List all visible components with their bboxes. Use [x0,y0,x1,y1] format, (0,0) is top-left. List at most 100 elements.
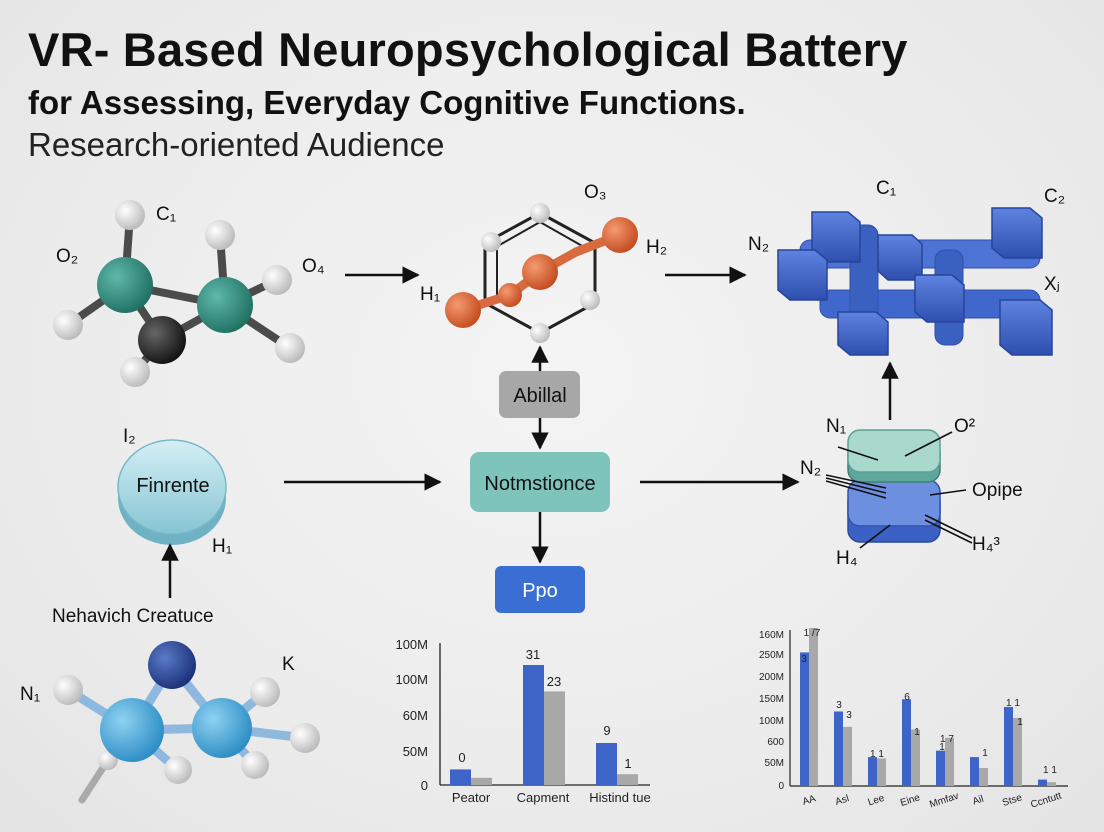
bar-series-1 [834,711,843,786]
y-tick-label: 0 [421,778,428,793]
data-label: 31 [526,647,540,662]
bar-series-1 [1038,779,1047,786]
data-label: 1 [982,748,988,759]
node-ppo-label: Ppo [522,580,558,602]
y-tick-label: 200M [759,672,784,683]
navy-atom [148,641,196,689]
x-tick-label: Mmfav [928,791,960,811]
y-tick-label: 50M [765,758,784,769]
molecule-top-center: O₃ H₂ H₁ [420,182,667,343]
x-tick-label: Stse [1001,792,1024,809]
blue-atom [192,698,252,758]
pill-label-i2: I₂ [123,426,136,447]
data-label: 1 [939,742,945,753]
data-label: 0 [458,750,465,765]
data-label: 3 [846,710,852,721]
hydrogen-atom [481,232,501,252]
bar-series-1 [868,757,877,786]
bar-series-2 [979,768,988,786]
crystal-label-c1: C₁ [876,178,896,199]
x-tick-label: Eine [899,792,922,809]
stack-label-n1: N₁ [826,416,846,437]
y-tick-label: 100M [395,672,428,687]
page-title: VR- Based Neuropsychological Battery [28,23,908,76]
x-tick-label: AA [801,793,817,808]
y-tick-label: 100M [395,637,428,652]
atom-label-n1: N₁ [20,684,40,705]
x-tick-label: Ccntutt [1029,790,1063,810]
atom-label-h2: H₂ [646,237,667,258]
hydrogen-atom [53,310,83,340]
crystal-lattice: C₁ C₂ N₂ Xⱼ [748,178,1065,356]
data-label: 1 1 [1043,765,1057,776]
data-label: 3 [801,654,807,665]
atom-label-o3: O₃ [584,182,607,203]
hydrogen-atom [530,203,550,223]
bar-series-2 [843,726,852,786]
hydrogen-atom [205,220,235,250]
bar-chart-right: 0 50M 600 100M 150M 200M 250M 160M AA As… [759,627,1068,811]
node-notmstionce-label: Notmstionce [484,473,595,495]
orange-atom [498,283,522,307]
atom-label-o2: O₂ [56,246,78,267]
audience-line: Research-oriented Audience [28,126,445,163]
data-label: 6 [904,692,910,703]
x-tick-label: Histind tue [589,790,650,805]
hydrogen-atom [290,723,320,753]
bar-series-1 [1004,706,1013,786]
data-label: 9 [603,723,610,738]
bar-chart-center: 0 50M 60M 100M 100M Peator Capment Histi… [395,637,650,805]
x-tick-label: Asl [834,793,851,808]
data-label: 1 /7 [804,628,821,639]
data-label: 1 1 [1006,698,1020,709]
bar-series-1 [902,699,911,786]
y-tick-label: 250M [759,650,784,661]
bar-series-1 [970,757,979,786]
stacked-blocks: N₁ O² N₂ Opipe H₄ H₄³ [800,416,1023,569]
y-tick-label: 160M [759,630,784,641]
x-tick-label: Ail [971,794,985,808]
y-tick-label: 100M [759,716,784,727]
stack-label-o2: O² [954,416,975,437]
hydrogen-atom [250,677,280,707]
bar-series-2 [1047,782,1056,786]
x-tick-label: Capment [517,790,570,805]
hydrogen-atom [530,323,550,343]
bar-series-1 [936,750,945,786]
carbon-atom [138,316,186,364]
hydrogen-atom [164,756,192,784]
bar-series-1 [596,743,617,785]
y-tick-label: 50M [403,744,428,759]
data-label: 1 [914,727,920,738]
bar-series-2 [877,758,886,786]
bar-series-2 [945,737,954,786]
y-tick-label: 600 [767,737,784,748]
bar-series-2 [911,729,920,786]
data-label: 23 [547,674,561,689]
blue-atom [100,698,164,762]
y-tick-label: 60M [403,708,428,723]
bar-series-1 [450,769,471,785]
data-label: 1 1 [870,749,884,760]
bar-series-2 [809,627,818,786]
hydrogen-atom [275,333,305,363]
bar-series-2 [471,777,492,785]
stack-label-n2: N₂ [800,458,821,479]
node-abillal-label: Abillal [513,385,566,407]
node-notmstionce: Notmstionce [470,452,610,512]
bar-series-2 [1013,717,1022,786]
atom-label-h1: H₁ [420,284,440,305]
x-tick-label: Peator [452,790,491,805]
hydrogen-atom [262,265,292,295]
atom-label-k: K [282,654,295,675]
teal-atom [97,257,153,313]
molecule-top-left: C₁ O₂ O₄ [53,200,325,387]
data-label: 1 [1017,717,1023,728]
data-label: 3 [836,700,842,711]
molecule-bottom-left: K N₁ [20,641,320,804]
y-tick-label: 0 [778,781,784,792]
atom-label-o4: O₄ [302,256,325,277]
x-tick-label: Lee [867,793,887,809]
bar-series-1 [523,665,544,785]
